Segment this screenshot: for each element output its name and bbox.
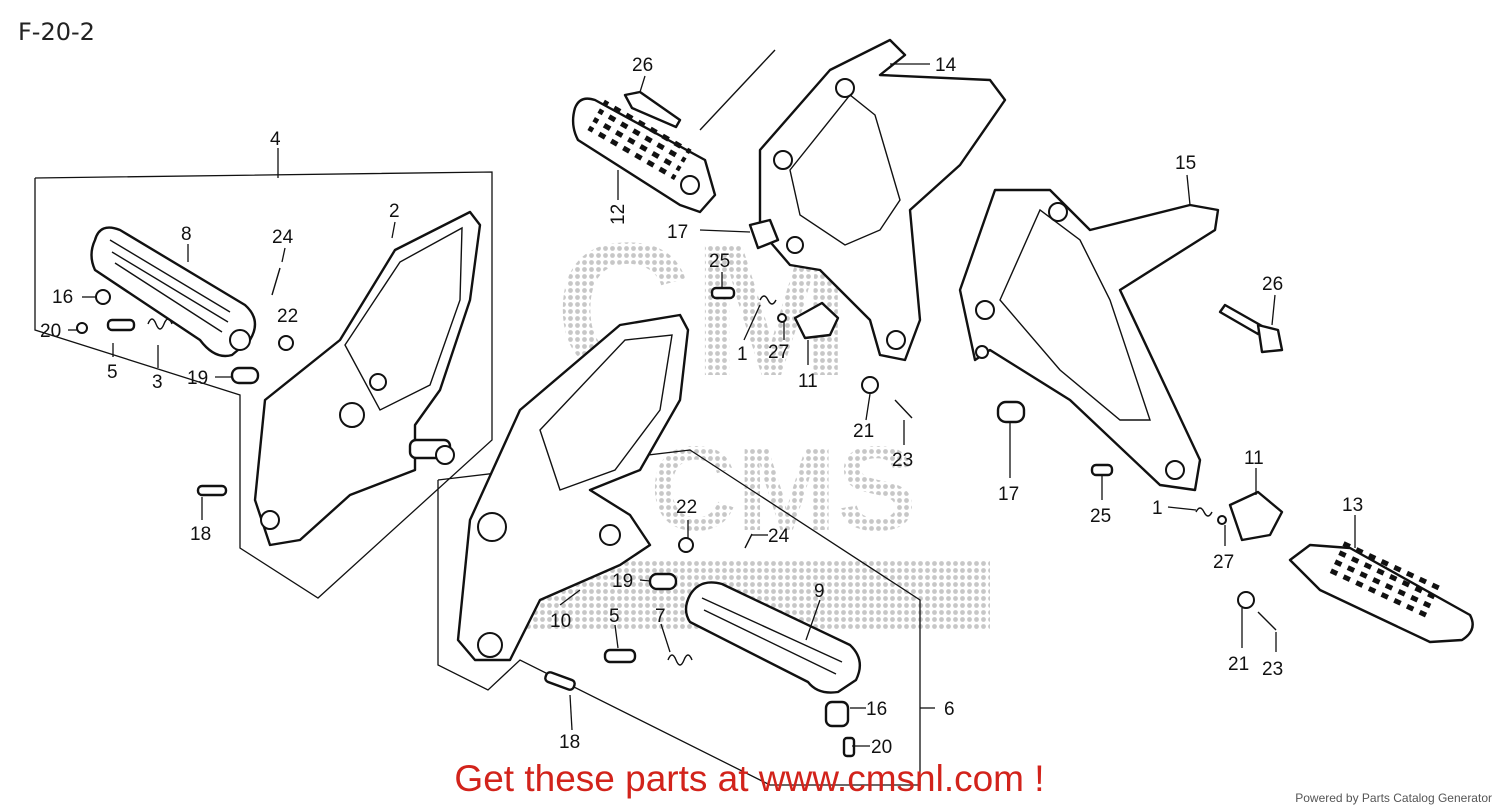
- callout-24: 24: [272, 227, 294, 248]
- callout-12: 12: [608, 204, 629, 225]
- callout-20: 20: [871, 737, 892, 758]
- callout-14: 14: [935, 55, 957, 76]
- callout-27: 27: [1213, 552, 1234, 573]
- footer-credit: Powered by Parts Catalog Generator: [1295, 791, 1492, 805]
- svg-text:CMS: CMS: [650, 422, 917, 556]
- callout-20: 20: [40, 321, 61, 342]
- callout-24: 24: [768, 526, 790, 547]
- leader-lines: [68, 63, 1356, 747]
- callout-11: 11: [798, 371, 818, 392]
- callout-23: 23: [1262, 659, 1283, 680]
- callout-15: 15: [1175, 153, 1196, 174]
- callout-16: 16: [52, 287, 73, 308]
- callout-11: 11: [1244, 448, 1264, 469]
- callout-22: 22: [676, 497, 697, 518]
- callout-23: 23: [892, 450, 913, 471]
- callout-4: 4: [270, 129, 281, 150]
- left-hardware: [76, 267, 294, 497]
- callout-18: 18: [190, 524, 211, 545]
- callout-25: 25: [709, 251, 730, 272]
- callout-27: 27: [768, 342, 789, 363]
- callout-22: 22: [277, 306, 298, 327]
- assembly-4-boundary: [34, 148, 493, 599]
- footpeg-13: [1288, 538, 1474, 644]
- cta-text[interactable]: Get these parts at www.cmsnl.com !: [454, 758, 1045, 799]
- cta-link[interactable]: Get these parts at www.cmsnl.com !: [0, 758, 1500, 800]
- callout-21: 21: [853, 421, 874, 442]
- footpeg-8: [90, 226, 257, 358]
- callout-21: 21: [1228, 654, 1249, 675]
- callout-17: 17: [998, 484, 1019, 505]
- center-hardware: [710, 218, 1284, 631]
- footpeg-12: [571, 96, 717, 214]
- footpeg-9: [684, 581, 862, 694]
- callout-26: 26: [632, 55, 653, 76]
- callout-1: 1: [1152, 498, 1163, 519]
- callout-17: 17: [667, 222, 688, 243]
- bracket-2: [253, 210, 482, 547]
- callout-13: 13: [1342, 495, 1363, 516]
- callout-19: 19: [187, 368, 208, 389]
- callout-6: 6: [944, 699, 955, 720]
- callout-10: 10: [550, 611, 571, 632]
- diagram-title: F-20-2: [18, 18, 95, 46]
- callout-25: 25: [1090, 506, 1111, 527]
- callout-19: 19: [612, 571, 633, 592]
- callout-8: 8: [181, 224, 192, 245]
- bracket-10: [456, 313, 690, 662]
- callout-labels: 4 2 8 24 16 22 20 5 3 19 18 26 14 12 17 …: [40, 55, 1363, 758]
- callout-26: 26: [1262, 274, 1283, 295]
- callout-1: 1: [737, 344, 748, 365]
- callout-9: 9: [814, 581, 825, 602]
- bracket-15: [958, 188, 1220, 492]
- callout-5: 5: [609, 606, 620, 627]
- bolt-26-upper: [623, 90, 682, 129]
- bracket-14: [699, 38, 1007, 362]
- callout-5: 5: [107, 362, 118, 383]
- assembly-6-boundary: [437, 449, 935, 786]
- callout-3: 3: [152, 372, 163, 393]
- lower-hardware: [544, 533, 856, 758]
- callout-16: 16: [866, 699, 887, 720]
- callout-2: 2: [389, 201, 400, 222]
- callout-18: 18: [559, 732, 580, 753]
- bolt-26-right: [1218, 303, 1284, 354]
- callout-7: 7: [655, 606, 666, 627]
